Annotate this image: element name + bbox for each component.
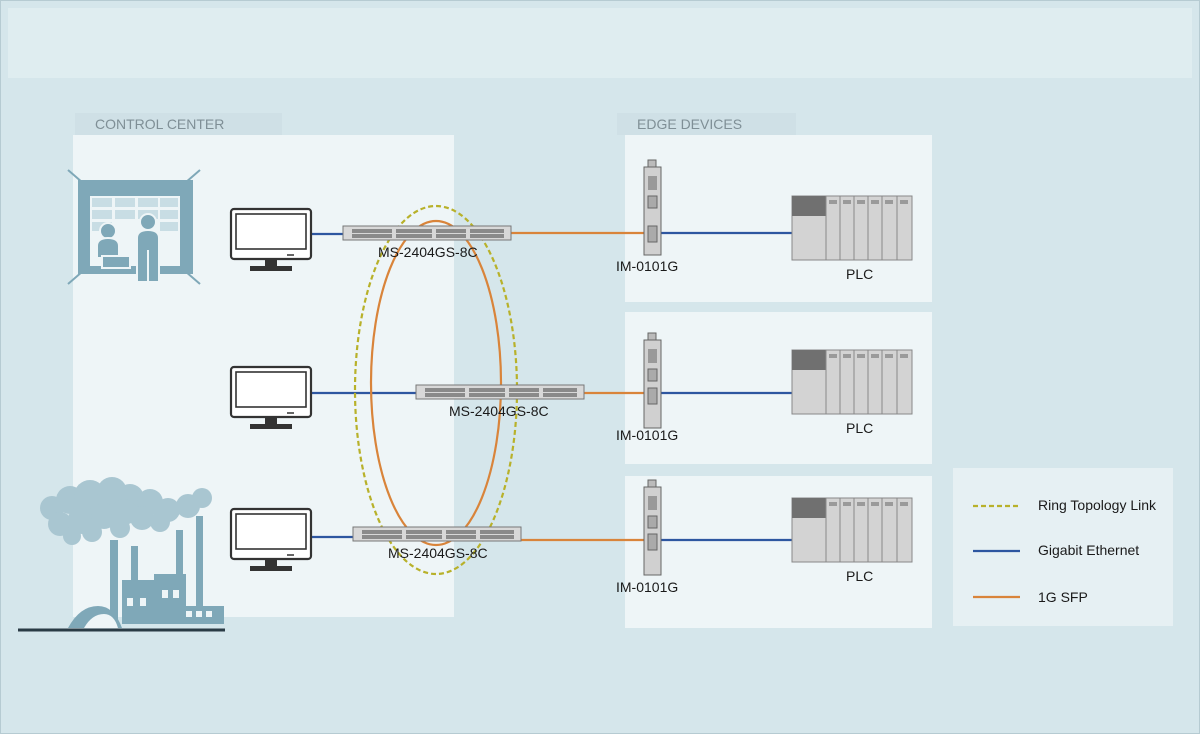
factory-icon bbox=[18, 477, 225, 632]
section-label-edge-devices: EDGE DEVICES bbox=[617, 113, 796, 135]
switch-device-1 bbox=[342, 225, 512, 241]
sfp-links bbox=[369, 219, 645, 547]
top-band bbox=[8, 8, 1192, 78]
control-room-icon bbox=[67, 169, 201, 285]
legend-label-ring: Ring Topology Link bbox=[1038, 497, 1157, 513]
plc-device-1 bbox=[791, 195, 913, 261]
monitor-icon-3 bbox=[229, 507, 313, 571]
converter-label-3: IM-0101G bbox=[616, 579, 679, 595]
legend-panel bbox=[953, 468, 1173, 626]
converter-label-1: IM-0101G bbox=[616, 258, 679, 274]
plc-label-2: PLC bbox=[846, 420, 874, 436]
legend-label-sfp: 1G SFP bbox=[1038, 589, 1088, 605]
converter-label-2: IM-0101G bbox=[616, 427, 679, 443]
media-converter-2 bbox=[643, 332, 662, 429]
monitor-icon-2 bbox=[229, 365, 313, 429]
plc-label-1: PLC bbox=[846, 266, 874, 282]
plc-label-3: PLC bbox=[846, 568, 874, 584]
plc-device-2 bbox=[791, 349, 913, 415]
switch-label-2: MS-2404GS-8C bbox=[449, 403, 549, 419]
section-label-control-center: CONTROL CENTER bbox=[75, 113, 282, 135]
switch-device-2 bbox=[415, 384, 585, 400]
monitor-icon-1 bbox=[229, 207, 313, 271]
media-converter-3 bbox=[643, 479, 662, 576]
plc-device-3 bbox=[791, 497, 913, 563]
switch-device-3 bbox=[352, 526, 522, 542]
media-converter-1 bbox=[643, 159, 662, 256]
gigabit-links bbox=[310, 231, 793, 542]
switch-label-3: MS-2404GS-8C bbox=[388, 545, 488, 561]
legend-label-gigabit: Gigabit Ethernet bbox=[1038, 542, 1140, 558]
switch-label-1: MS-2404GS-8C bbox=[378, 244, 478, 260]
